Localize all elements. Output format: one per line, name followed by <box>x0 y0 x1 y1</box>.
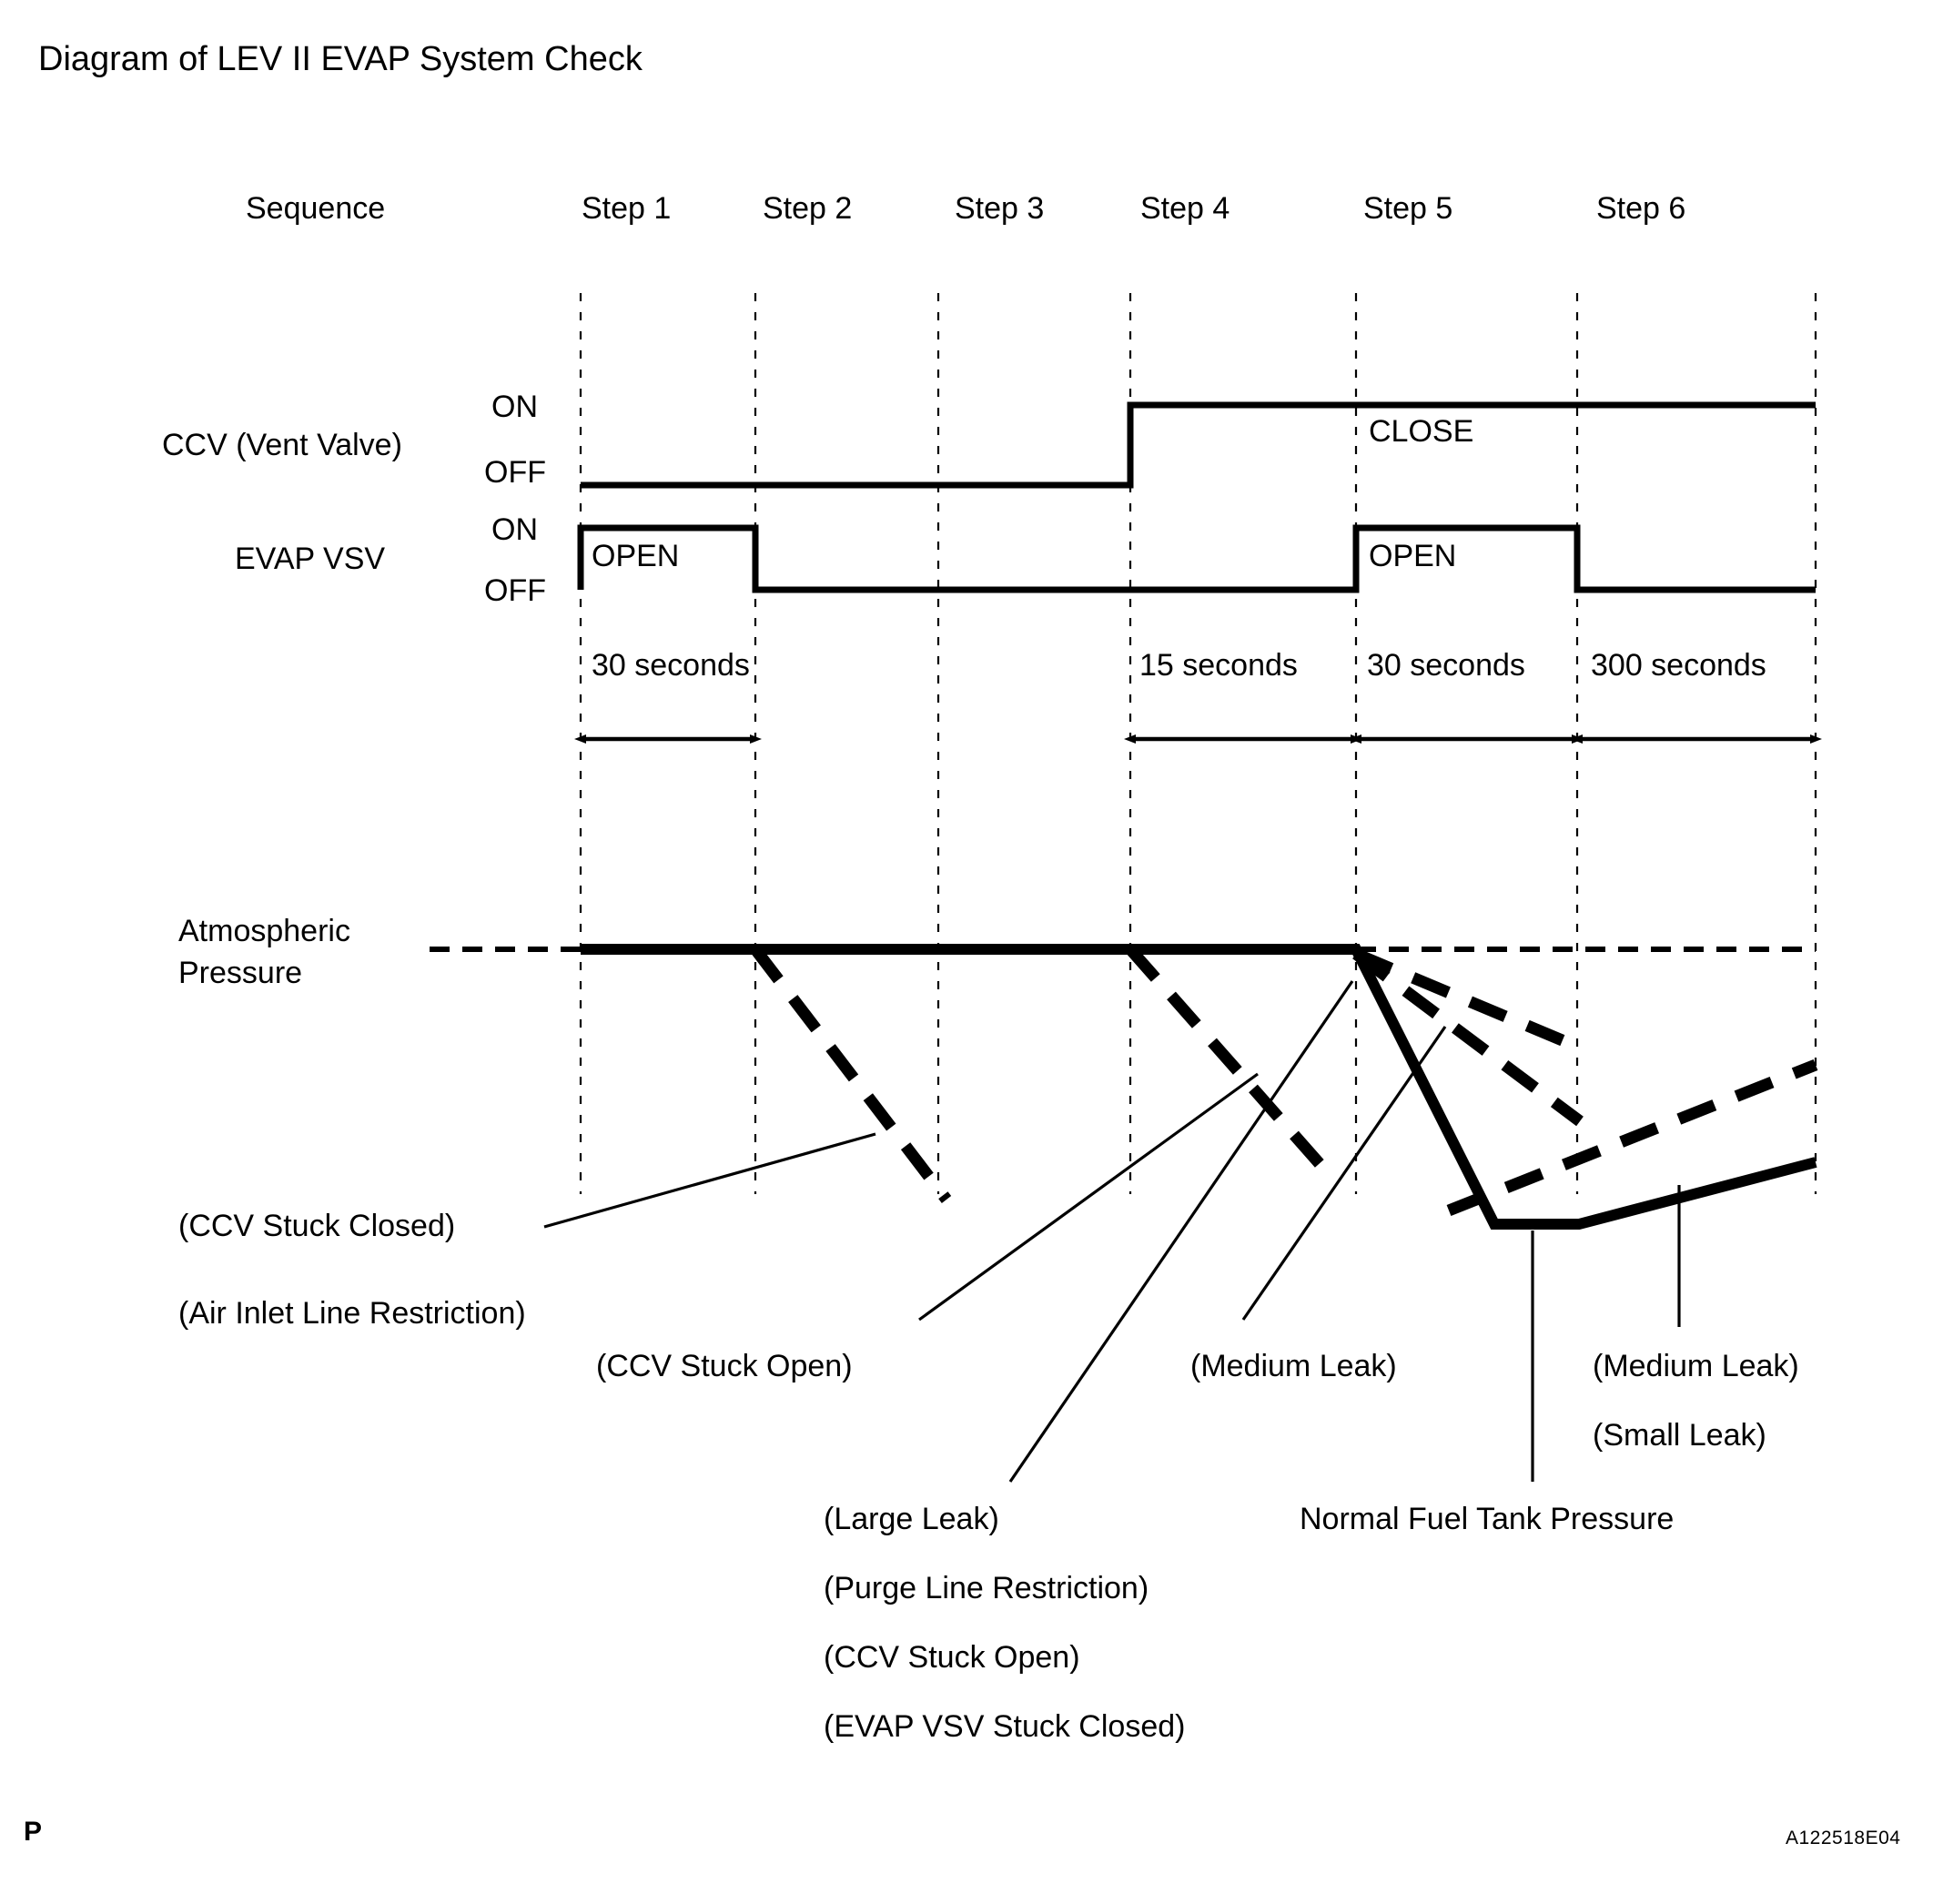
normal-fuel-tank-pressure-curve <box>581 944 1817 1230</box>
leader-ccv-stuck-closed <box>543 1132 876 1229</box>
evap-open-label-2: OPEN <box>1369 539 1457 573</box>
annotation-large-leak: (Large Leak) <box>824 1502 999 1536</box>
fault-curve-small-leak-recovery <box>1446 1058 1818 1217</box>
annotation-leader-lines <box>543 980 1681 1483</box>
leader-ccv-stuck-open-left <box>918 1072 1259 1322</box>
annotation-purge-line-restriction: (Purge Line Restriction) <box>824 1571 1149 1605</box>
evap-open-label-1: OPEN <box>592 539 680 573</box>
duration-label-step5: 30 seconds <box>1367 648 1525 683</box>
evap-off-label: OFF <box>484 573 546 608</box>
annotation-ccv-stuck-open-left: (CCV Stuck Open) <box>596 1349 853 1383</box>
footer-page-marker: P <box>24 1817 43 1847</box>
fault-curve-ccv-stuck-open <box>1126 945 1333 1179</box>
annotation-small-leak: (Small Leak) <box>1593 1418 1766 1453</box>
annotation-air-inlet-line-restriction: (Air Inlet Line Restriction) <box>178 1296 526 1331</box>
annotation-normal-fuel-tank-pressure: Normal Fuel Tank Pressure <box>1300 1502 1675 1536</box>
step-header-3: Step 3 <box>955 191 1045 226</box>
sequence-header-label: Sequence <box>246 191 386 226</box>
fault-curve-medium-leak <box>1353 948 1584 1054</box>
ccv-off-label: OFF <box>484 455 546 490</box>
atmospheric-pressure-label-line1: Atmospheric <box>178 914 350 948</box>
atmospheric-pressure-label-line2: Pressure <box>178 956 303 990</box>
step-header-1: Step 1 <box>582 191 672 226</box>
ccv-waveform <box>581 401 1816 489</box>
duration-label-step4: 15 seconds <box>1139 648 1298 683</box>
ccv-on-label: ON <box>491 390 538 424</box>
step-header-4: Step 4 <box>1140 191 1230 226</box>
ccv-close-label: CLOSE <box>1369 414 1474 449</box>
fault-curve-large-leak <box>1352 948 1584 1127</box>
fault-curve-ccv-stuck-closed <box>750 946 952 1203</box>
annotation-ccv-stuck-open-bottom: (CCV Stuck Open) <box>824 1640 1080 1675</box>
step-header-6: Step 6 <box>1596 191 1686 226</box>
leader-large-leak <box>1008 980 1354 1483</box>
step-gridlines <box>579 293 1817 1194</box>
leader-medium-leak-mid <box>1241 1026 1447 1321</box>
evap-row-label: EVAP VSV <box>235 542 386 576</box>
duration-label-step6: 300 seconds <box>1591 648 1766 683</box>
duration-label-step2: 30 seconds <box>592 648 750 683</box>
step-header-2: Step 2 <box>763 191 853 226</box>
annotation-evap-vsv-stuck-closed: (EVAP VSV Stuck Closed) <box>824 1709 1186 1744</box>
evap-vsv-signal <box>577 524 1816 593</box>
evap-on-label: ON <box>491 512 538 547</box>
ccv-row-label: CCV (Vent Valve) <box>162 428 402 462</box>
annotation-ccv-stuck-closed: (CCV Stuck Closed) <box>178 1209 456 1243</box>
annotation-medium-leak-right: (Medium Leak) <box>1593 1349 1799 1383</box>
footer-drawing-code: A122518E04 <box>1786 1828 1901 1848</box>
annotation-medium-leak-mid: (Medium Leak) <box>1190 1349 1397 1383</box>
step-header-5: Step 5 <box>1363 191 1453 226</box>
page-title: Diagram of LEV II EVAP System Check <box>38 40 643 78</box>
